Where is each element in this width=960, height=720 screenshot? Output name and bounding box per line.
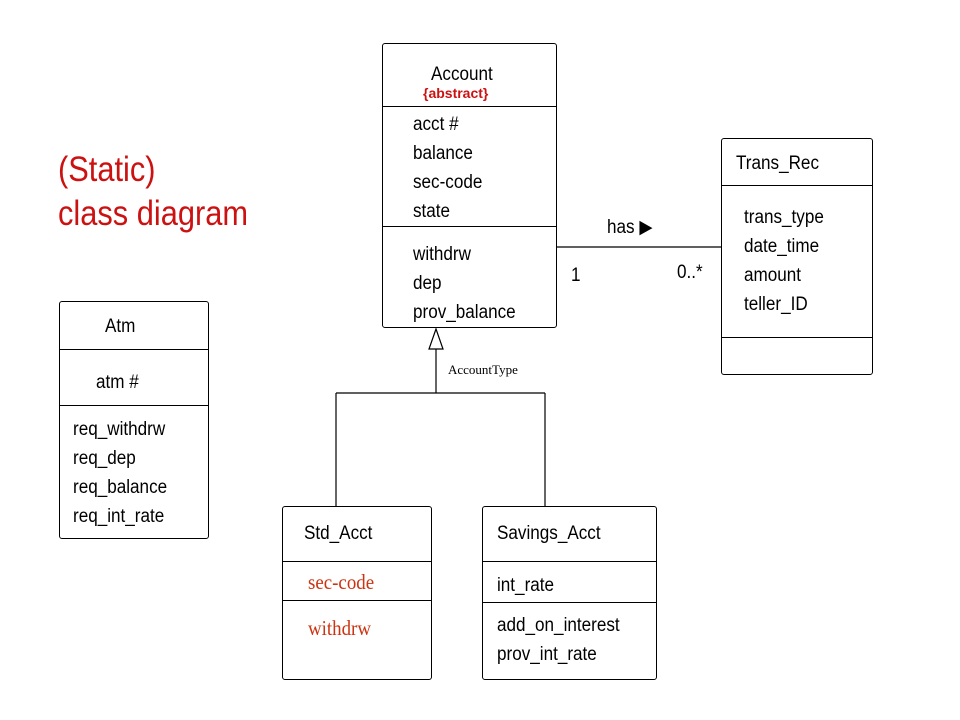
atm-class-name: Atm: [105, 316, 136, 337]
account-op: withdrw: [413, 244, 471, 265]
title-line-2: class diagram: [58, 194, 249, 233]
atm-separator-2: [60, 405, 208, 406]
std-acct-class-name: Std_Acct: [304, 523, 373, 544]
atm-operations: req_withdrw req_dep req_balance req_int_…: [73, 415, 167, 531]
trans-rec-attr: trans_type: [744, 207, 824, 228]
account-separator-1: [383, 106, 556, 107]
class-account[interactable]: Account {abstract} acct # balance sec-co…: [382, 43, 557, 328]
generalization-arrowhead: [428, 327, 444, 350]
account-attr: sec-code: [413, 172, 483, 193]
savings-acct-operations: add_on_interest prov_int_rate: [497, 611, 620, 669]
class-trans-rec[interactable]: Trans_Rec trans_type date_time amount te…: [721, 138, 873, 375]
atm-op: req_withdrw: [73, 419, 166, 440]
trans-rec-attr: amount: [744, 265, 802, 286]
savings-acct-separator-2: [483, 602, 656, 603]
account-attributes: acct # balance sec-code state: [413, 110, 482, 226]
atm-op: req_int_rate: [73, 506, 165, 527]
multiplicity-left: 1: [571, 265, 581, 286]
savings-acct-separator-1: [483, 561, 656, 562]
class-std-acct[interactable]: Std_Acct sec-code withdrw: [282, 506, 432, 680]
savings-acct-class-name: Savings_Acct: [497, 523, 601, 544]
std-acct-attr: sec-code: [308, 570, 375, 594]
trans-rec-attr: teller_ID: [744, 294, 808, 315]
atm-attr: atm #: [96, 372, 139, 393]
generalization-label: AccountType: [448, 362, 518, 377]
savings-acct-op: add_on_interest: [497, 615, 620, 636]
account-separator-2: [383, 226, 556, 227]
savings-acct-attr: int_rate: [497, 575, 555, 596]
account-attr: balance: [413, 143, 473, 164]
atm-op: req_balance: [73, 477, 168, 498]
account-stereotype: {abstract}: [423, 85, 489, 101]
trans-rec-attr: date_time: [744, 236, 820, 257]
diagram-title: (Static) class diagram: [58, 148, 248, 236]
savings-acct-op: prov_int_rate: [497, 644, 597, 665]
trans-rec-separator-1: [722, 185, 872, 186]
std-acct-separator-2: [283, 600, 431, 601]
association-label: has ▶: [607, 217, 653, 238]
account-operations: withdrw dep prov_balance: [413, 240, 516, 327]
account-attr: acct #: [413, 114, 459, 135]
trans-rec-separator-2: [722, 337, 872, 338]
trans-rec-attributes: trans_type date_time amount teller_ID: [744, 203, 824, 319]
account-op: prov_balance: [413, 302, 516, 323]
class-atm[interactable]: Atm atm # req_withdrw req_dep req_balanc…: [59, 301, 209, 539]
account-op: dep: [413, 273, 442, 294]
atm-op: req_dep: [73, 448, 136, 469]
std-acct-op: withdrw: [308, 616, 371, 640]
multiplicity-right: 0..*: [677, 262, 703, 283]
atm-separator-1: [60, 349, 208, 350]
std-acct-separator-1: [283, 561, 431, 562]
title-line-1: (Static): [58, 150, 156, 189]
trans-rec-class-name: Trans_Rec: [736, 153, 819, 174]
class-savings-acct[interactable]: Savings_Acct int_rate add_on_interest pr…: [482, 506, 657, 680]
account-attr: state: [413, 201, 451, 222]
account-class-name: Account: [431, 64, 493, 85]
